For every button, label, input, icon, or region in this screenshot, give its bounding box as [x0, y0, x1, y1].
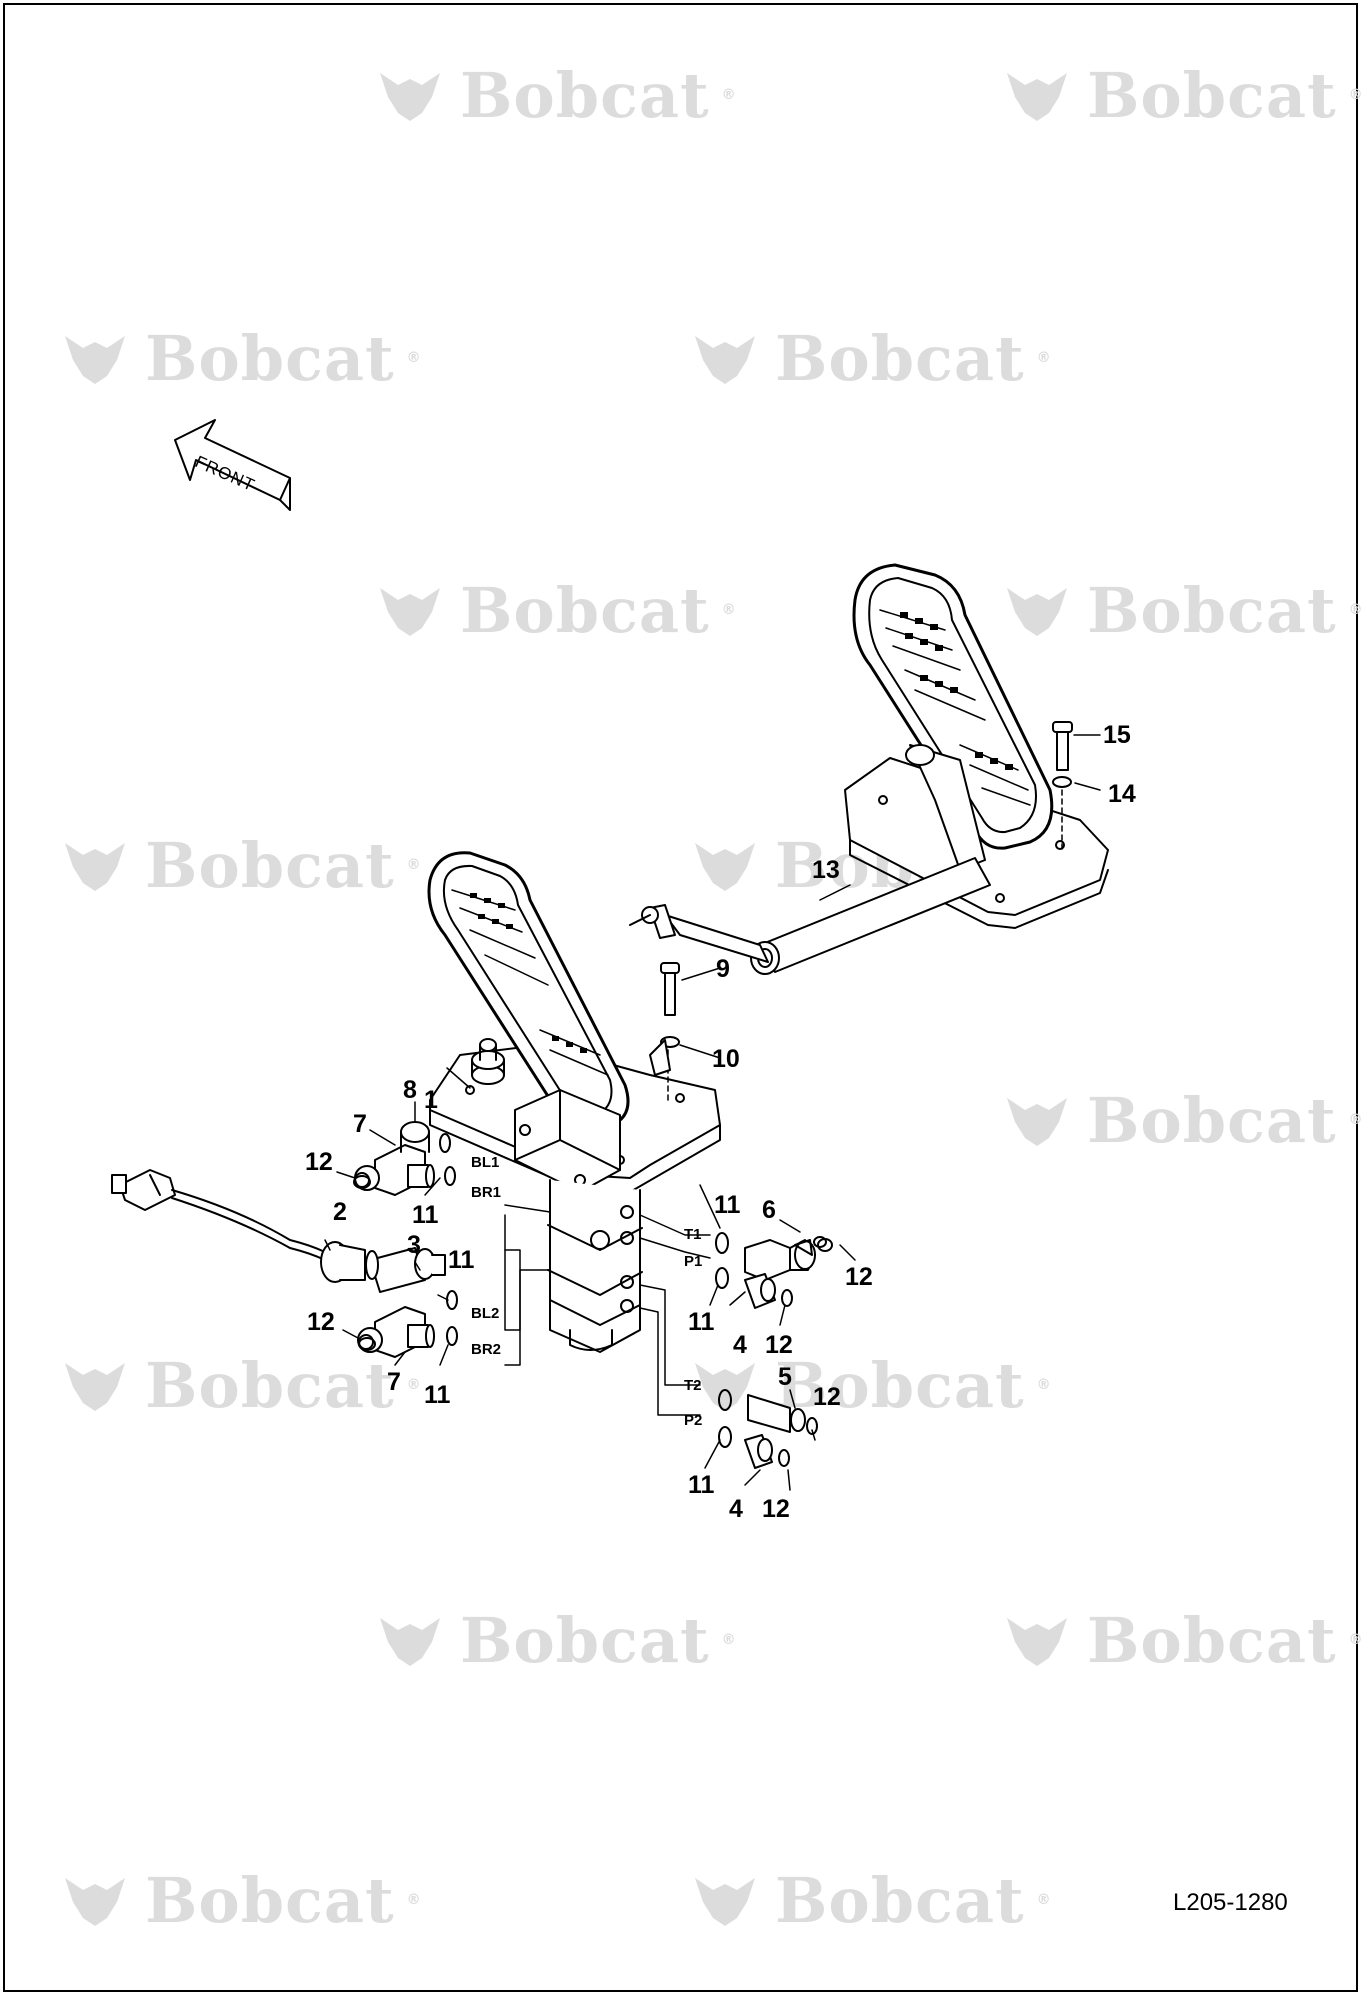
watermark: Bobcat®	[55, 1345, 422, 1425]
callout-leaders	[324, 734, 1101, 1491]
callout-15: 15	[1103, 721, 1131, 749]
bobcat-logo-icon	[1007, 588, 1067, 636]
port-label-p2: P2	[684, 1412, 703, 1429]
bobcat-logo-icon	[695, 1363, 755, 1411]
pressure-sensor	[111, 1169, 379, 1283]
watermark: Bobcat®	[55, 318, 422, 398]
callout-11: 11	[448, 1246, 475, 1274]
port-leaders	[504, 1204, 711, 1416]
callout-4: 4	[729, 1495, 743, 1523]
watermark: Bobcat®	[685, 318, 1052, 398]
callout-3: 3	[407, 1231, 421, 1259]
watermark: Bobcat®	[370, 1600, 737, 1680]
watermark: Bobcat®	[685, 1860, 1052, 1940]
callout-10: 10	[712, 1045, 740, 1073]
cross-shaft	[629, 857, 991, 975]
watermark: Bobcat®	[997, 570, 1364, 650]
o-ring-icon	[358, 1337, 376, 1351]
callout-7: 7	[387, 1368, 401, 1396]
drawing-border	[3, 3, 1358, 1992]
callout-11: 11	[688, 1471, 715, 1499]
bobcat-logo-icon	[65, 336, 125, 384]
port-label-bl1: BL1	[471, 1154, 500, 1171]
callout-12: 12	[307, 1308, 335, 1336]
callout-6: 6	[762, 1196, 776, 1224]
callout-12: 12	[813, 1383, 841, 1411]
watermark: Bobcat®	[997, 55, 1364, 135]
bobcat-logo-icon	[1007, 1098, 1067, 1146]
callout-11: 11	[424, 1381, 451, 1409]
bobcat-logo-icon	[1007, 73, 1067, 121]
bobcat-logo-icon	[65, 843, 125, 891]
callout-5: 5	[778, 1363, 792, 1391]
bobcat-logo-icon	[380, 1618, 440, 1666]
callout-14: 14	[1108, 780, 1136, 808]
watermark: Bobcat®	[370, 570, 737, 650]
callout-12: 12	[765, 1331, 793, 1359]
port-label-bl2: BL2	[471, 1305, 500, 1322]
watermark: Bobcat®	[997, 1600, 1364, 1680]
front-arrow-icon	[174, 419, 291, 511]
callout-4: 4	[733, 1331, 747, 1359]
callout-12: 12	[762, 1495, 790, 1523]
bobcat-logo-icon	[380, 73, 440, 121]
right-pedal-assembly	[844, 563, 1109, 929]
callout-8: 8	[403, 1076, 417, 1104]
bobcat-logo-icon	[380, 588, 440, 636]
bobcat-logo-icon	[65, 1363, 125, 1411]
callout-2: 2	[333, 1198, 347, 1226]
watermark: Bobcat®	[55, 1860, 422, 1940]
port-label-t2: T2	[684, 1377, 702, 1394]
bobcat-logo-icon	[695, 336, 755, 384]
watermark: Bobcat®	[685, 1345, 1052, 1425]
callout-11: 11	[688, 1308, 715, 1336]
bobcat-logo-icon	[695, 843, 755, 891]
watermark: Bobcat®	[55, 825, 422, 905]
fittings-right	[715, 1232, 833, 1469]
callout-11: 11	[412, 1201, 439, 1229]
callout-9: 9	[716, 955, 730, 983]
watermark: Bobcat®	[370, 55, 737, 135]
port-label-t1: T1	[684, 1226, 702, 1243]
bobcat-logo-icon	[695, 1878, 755, 1926]
callout-12: 12	[305, 1148, 333, 1176]
callout-1: 1	[424, 1086, 438, 1114]
port-label-br2: BR2	[471, 1341, 502, 1358]
bobcat-logo-icon	[1007, 1618, 1067, 1666]
brake-valve	[514, 1089, 643, 1353]
bobcat-logo-icon	[65, 1878, 125, 1926]
port-label-br1: BR1	[471, 1184, 502, 1201]
port-label-p1: P1	[684, 1253, 703, 1270]
callout-7: 7	[353, 1110, 367, 1138]
drawing-reference-number: L205-1280	[1173, 1889, 1288, 1916]
watermark: Bobcat®	[997, 1080, 1364, 1160]
callout-12: 12	[845, 1263, 873, 1291]
fittings-left	[353, 1121, 458, 1358]
o-ring-icon	[353, 1175, 371, 1189]
callout-13: 13	[812, 856, 840, 884]
callout-11: 11	[714, 1191, 741, 1219]
